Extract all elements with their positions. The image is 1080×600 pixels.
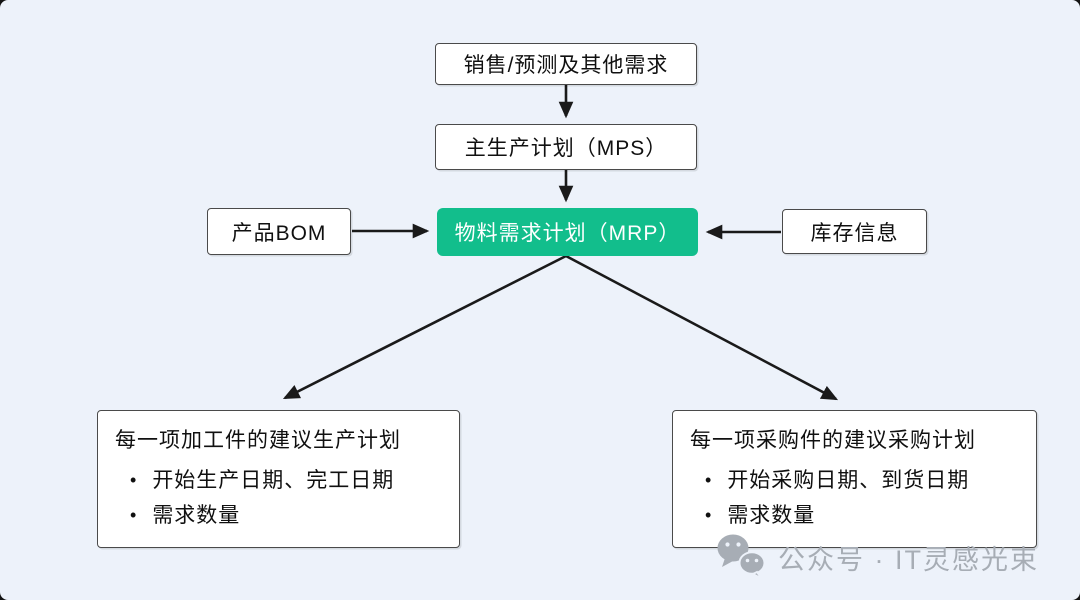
- purchase-plan-bullet-dates: 开始采购日期、到货日期: [690, 463, 1022, 498]
- node-mrp: 物料需求计划（MRP）: [437, 208, 698, 256]
- watermark: 公众号 · IT灵感光束: [716, 533, 1039, 581]
- purchase-plan-bullet-quantity: 需求数量: [690, 498, 1022, 533]
- node-sales-forecast-demand: 销售/预测及其他需求: [435, 43, 697, 85]
- purchase-plan-title: 每一项采购件的建议采购计划: [690, 429, 976, 452]
- production-plan-bullet-dates: 开始生产日期、完工日期: [115, 463, 445, 498]
- node-mps: 主生产计划（MPS）: [435, 124, 697, 170]
- production-plan-bullet-quantity: 需求数量: [115, 498, 445, 533]
- node-inventory-info: 库存信息: [782, 209, 927, 254]
- watermark-text: 公众号 · IT灵感光束: [778, 544, 1039, 575]
- node-suggested-purchase-plan: 每一项采购件的建议采购计划 开始采购日期、到货日期 需求数量: [672, 410, 1037, 548]
- wechat-icon: [717, 534, 766, 580]
- node-suggested-production-plan: 每一项加工件的建议生产计划 开始生产日期、完工日期 需求数量: [97, 410, 460, 548]
- production-plan-title: 每一项加工件的建议生产计划: [115, 429, 401, 452]
- node-product-bom: 产品BOM: [207, 208, 351, 255]
